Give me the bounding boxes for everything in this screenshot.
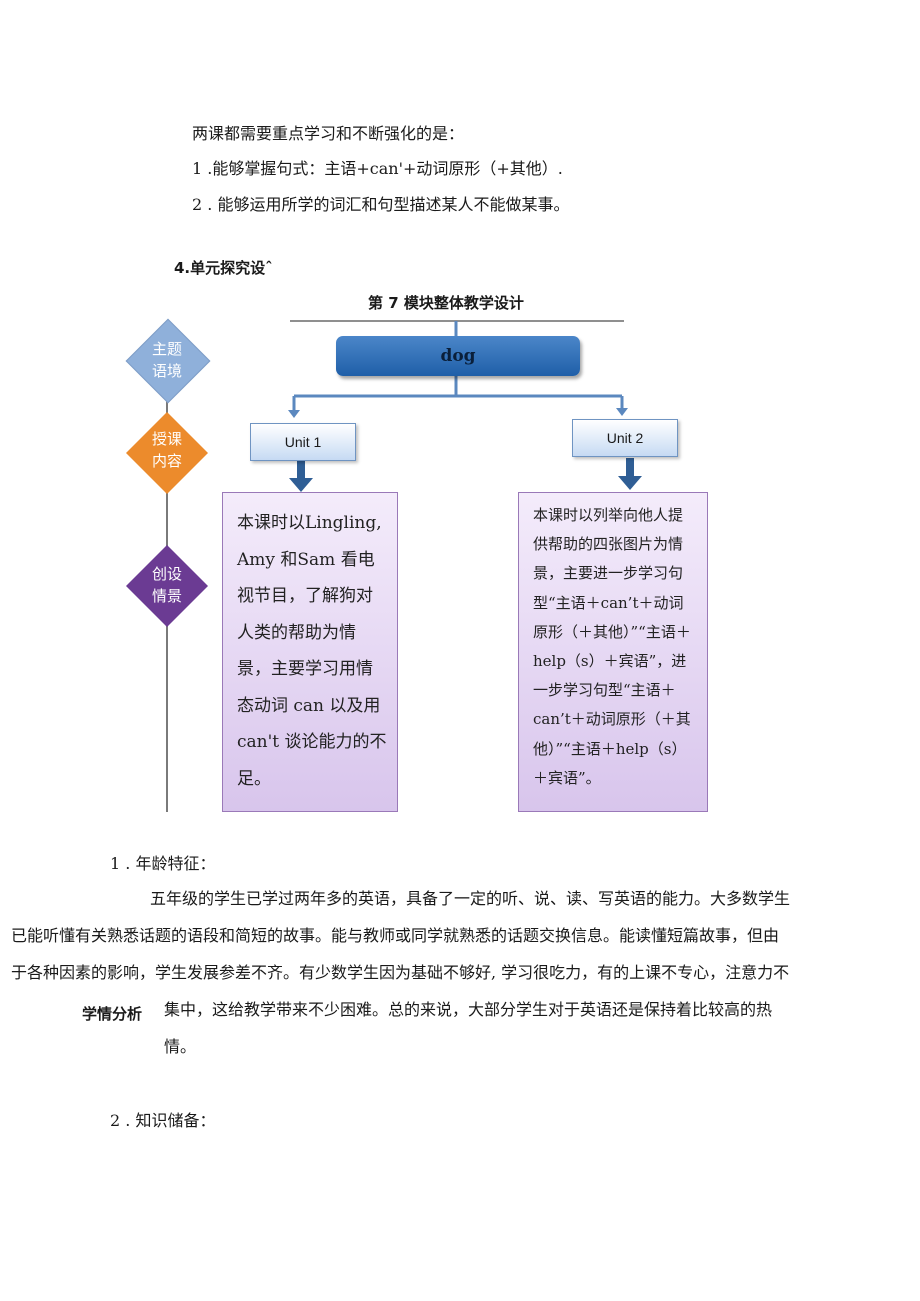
side-label-content: 授课 内容 [151,430,182,470]
analysis-line: 于各种因素的影响，学生发展参差不齐。有少数学生因为基础不够好, 学习很吃力，有的… [11,963,790,982]
unit2-node: Unit 2 [572,419,678,457]
unit1-node: Unit 1 [250,423,356,461]
goal-item-1: 1 .能够掌握句式：主语+can'+动词原形（+其他）. [192,159,563,178]
analysis-line: 五年级的学生已学过两年多的英语，具备了一定的听、说、读、写英语的能力。大多数学生 [150,889,791,908]
student-analysis-label: 学情分析 [82,1005,143,1023]
section-heading: 4.单元探究设ˆ [174,259,273,277]
flowchart-title: 第 7 模块整体教学设计 [368,294,524,312]
age-heading: 1 . 年龄特征： [110,854,216,873]
analysis-line: 情。 [164,1037,197,1056]
unit2-description: 本课时以列举向他人提供帮助的四张图片为情景，主要进一步学习句型“主语＋can’t… [518,492,708,812]
analysis-line: 已能听懂有关熟悉话题的语段和简短的故事。能与教师或同学就熟悉的话题交换信息。能读… [11,926,780,945]
unit1-description: 本课时以Lingling, Amy 和Sam 看电视节目，了解狗对人类的帮助为情… [222,492,398,812]
analysis-line: 集中，这给教学带来不少困难。总的来说，大部分学生对于英语还是保持着比较高的热 [164,1000,773,1019]
intro-line: 两课都需要重点学习和不断强化的是： [192,124,465,143]
flowchart-connectors [166,320,642,812]
side-label-scene: 创设 情景 [151,565,182,605]
root-node: dog [336,336,580,376]
knowledge-heading: 2 . 知识储备： [110,1111,216,1130]
side-label-theme: 主题 语境 [151,340,182,380]
goal-item-2: 2 . 能够运用所学的词汇和句型描述某人不能做某事。 [192,195,570,214]
